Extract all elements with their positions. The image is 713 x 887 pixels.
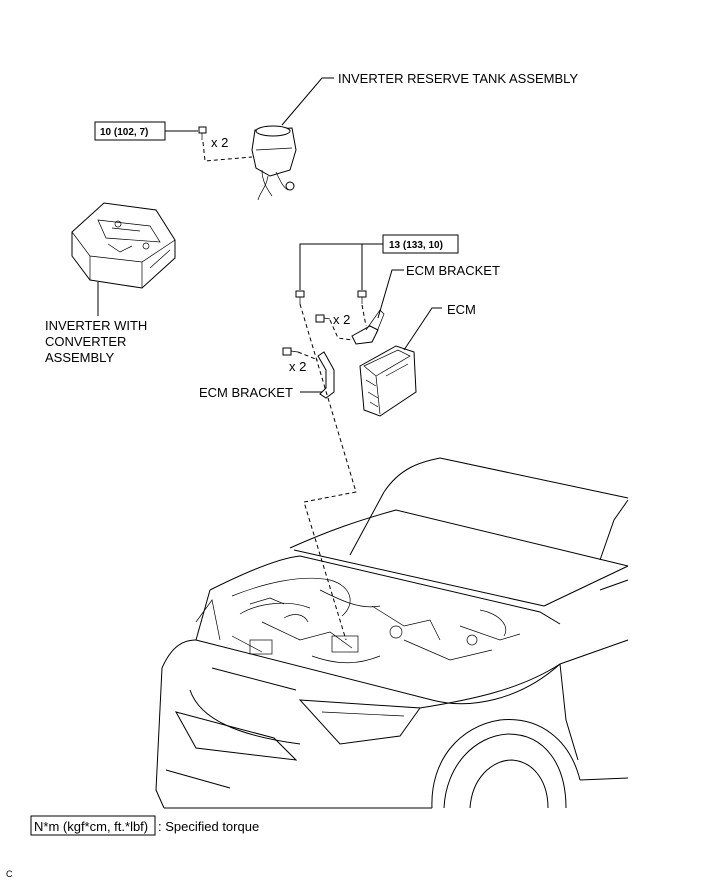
ecm-bolt-right-icon [357,290,367,304]
legend-unit: N*m (kgf*cm, ft.*lbf) [34,819,148,834]
legend-torque-box [30,815,156,836]
reserve-tank-label: INVERTER RESERVE TANK ASSEMBLY [338,71,578,86]
reserve-tank-drawing [251,125,297,201]
tank-torque-value: 10 (102, 7) [100,127,148,138]
tank-bolt-qty: x 2 [211,135,228,150]
ecm-bracket-upper-label: ECM BRACKET [406,263,500,278]
ecm-bolt-left-icon [295,290,305,304]
legend-text: : Specified torque [158,819,259,834]
lower-bracket-bolt-icon [282,347,299,356]
inverter-label-line1: INVERTER WITH [45,318,147,333]
inverter-label-line3: ASSEMBLY [45,350,114,365]
upper-bracket-bolt-qty: x 2 [333,312,350,327]
upper-bracket-bolt-icon [315,314,331,323]
lower-bracket-bolt-qty: x 2 [289,359,306,374]
inverter-label-line2: CONVERTER [45,334,126,349]
upper-bracket-drawing [351,309,385,345]
vehicle-front-drawing [155,457,629,809]
ecm-label: ECM [447,302,476,317]
corner-mark: C [6,869,13,879]
lower-bracket-drawing [317,351,335,399]
tank-bolt-icon [198,126,207,140]
ecm-bracket-lower-label: ECM BRACKET [199,385,293,400]
ecm-torque-value: 13 (133, 10) [389,240,443,251]
ecm-unit-drawing [359,345,417,417]
inverter-assembly-drawing [71,202,176,289]
